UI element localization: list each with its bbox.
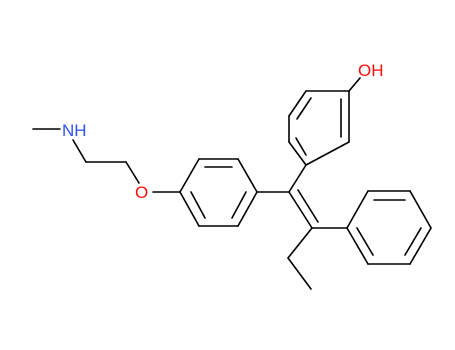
bond-to-hydroxyl [348, 77, 361, 92]
alkene-double-bond [288, 191, 313, 229]
central-benzene-ring [179, 158, 258, 227]
double-bond-inner [190, 191, 206, 219]
bond [288, 90, 307, 117]
bond [237, 191, 258, 227]
ethylene-bond [125, 161, 140, 184]
bond [179, 158, 200, 193]
amine-label: NH [62, 121, 87, 140]
phenol-ring [288, 90, 350, 166]
bond [179, 191, 200, 227]
bond [346, 227, 369, 265]
phenyl-ring [346, 190, 432, 265]
alkene-double-bond-inner [297, 189, 319, 223]
double-bond-inner [356, 227, 374, 256]
bond-to-amine [72, 139, 87, 163]
double-bond-inner [231, 191, 247, 219]
bond [288, 164, 307, 193]
bond [346, 190, 369, 229]
ethyl-bond [287, 227, 313, 259]
bond [409, 227, 432, 265]
bond [305, 141, 350, 166]
ethyl-bond [287, 257, 312, 290]
hydroxyl-label: OH [358, 61, 384, 80]
double-bond-inner [296, 97, 312, 120]
bond [409, 190, 432, 229]
double-bond-inner [295, 137, 307, 156]
bond [237, 158, 258, 193]
double-bond-inner [404, 227, 422, 256]
bond [288, 141, 307, 166]
ether-oxygen-label: O [135, 183, 148, 202]
